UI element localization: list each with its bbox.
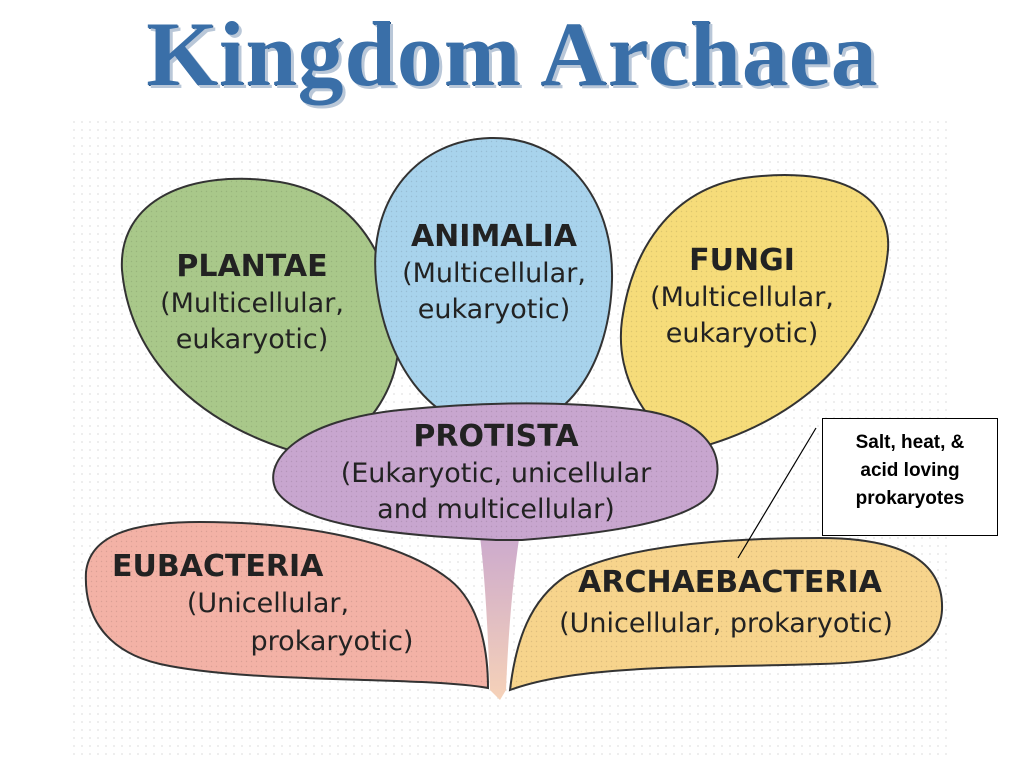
petal-archaebacteria: ARCHAEBACTERIA (Unicellular, prokaryotic… <box>508 536 944 692</box>
petal-plantae: PLANTAE (Multicellular, eukaryotic) <box>120 177 400 460</box>
callout-line-3: prokaryotes <box>855 488 965 509</box>
plantae-desc-line1: (Multicellular, <box>160 288 344 319</box>
petal-eubacteria: EUBACTERIA (Unicellular, prokaryotic) <box>84 520 490 690</box>
protista-name: PROTISTA <box>413 419 579 454</box>
fungi-name: FUNGI <box>689 243 795 278</box>
animalia-name: ANIMALIA <box>411 219 578 254</box>
plantae-name: PLANTAE <box>176 249 327 284</box>
page-title: Kingdom Archaea <box>146 3 878 105</box>
fungi-desc-line2: eukaryotic) <box>666 318 819 349</box>
archaebacteria-desc: (Unicellular, prokaryotic) <box>559 608 893 639</box>
eubacteria-desc-line2: prokaryotic) <box>251 626 414 657</box>
eubacteria-desc-line1: (Unicellular, <box>187 588 349 619</box>
stem <box>478 520 522 700</box>
petal-fungi: FUNGI (Multicellular, eukaryotic) <box>619 174 890 452</box>
protista-desc-line2: and multicellular) <box>377 494 615 525</box>
petal-animalia: ANIMALIA (Multicellular, eukaryotic) <box>374 136 614 432</box>
petal-protista: PROTISTA (Eukaryotic, unicellular and mu… <box>272 402 719 541</box>
plantae-desc-line2: eukaryotic) <box>176 324 329 355</box>
animalia-desc-line1: (Multicellular, <box>402 258 586 289</box>
protista-desc-line1: (Eukaryotic, unicellular <box>341 458 652 489</box>
fungi-desc-line1: (Multicellular, <box>650 282 834 313</box>
animalia-desc-line2: eukaryotic) <box>418 294 571 325</box>
callout-leader-line <box>737 427 817 559</box>
archaebacteria-name: ARCHAEBACTERIA <box>578 565 882 600</box>
callout-line-2: acid loving <box>860 460 960 481</box>
callout-box: Salt, heat, & acid loving prokaryotes <box>822 418 998 536</box>
callout-line-1: Salt, heat, & <box>855 432 965 453</box>
eubacteria-name: EUBACTERIA <box>112 549 324 584</box>
